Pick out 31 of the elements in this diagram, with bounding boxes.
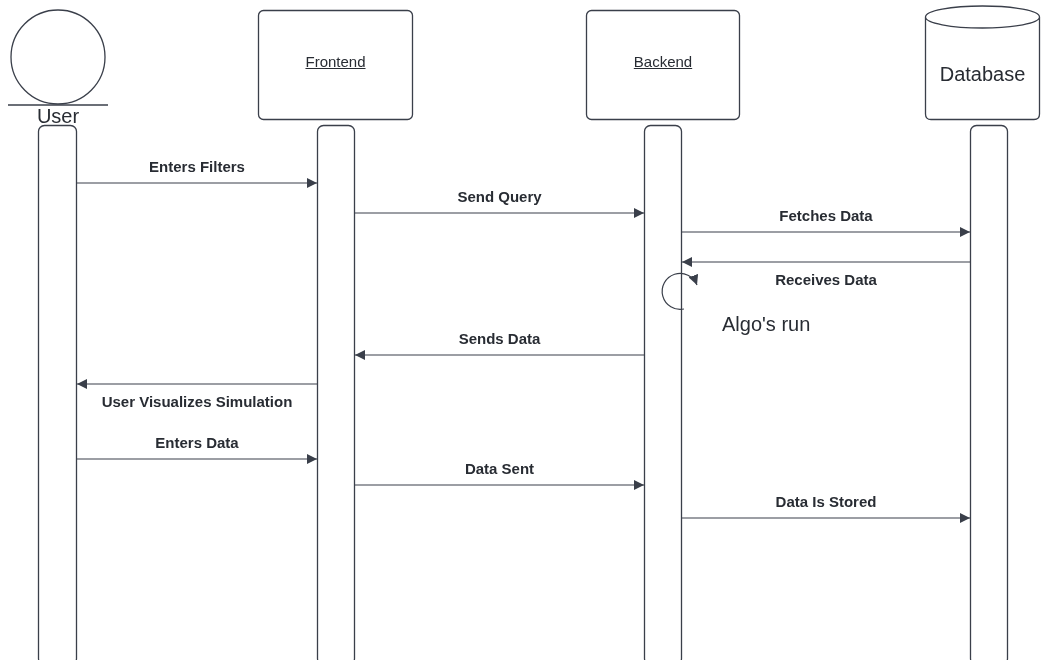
edge-label: Enters Data xyxy=(155,434,239,451)
participant-box xyxy=(586,10,740,120)
participant-label: Database xyxy=(938,63,1027,86)
edge-label: Fetches Data xyxy=(779,207,873,224)
message-arrow xyxy=(76,178,318,188)
self-loop-arrow xyxy=(661,272,698,310)
message-arrow xyxy=(76,379,318,389)
activation-bar xyxy=(644,125,682,660)
message-arrow xyxy=(681,513,971,523)
edge-label: Algo's run xyxy=(722,313,811,336)
edge-label: Data Is Stored xyxy=(775,493,877,510)
message-arrow xyxy=(681,227,971,237)
participant-label: Backend xyxy=(632,53,694,70)
activation-bar xyxy=(38,125,77,660)
activation-bar xyxy=(970,125,1008,660)
database-cylinder xyxy=(925,5,1040,120)
edge-label: Data Sent xyxy=(464,460,535,477)
participant-box xyxy=(258,10,413,120)
edge-label: User Visualizes Simulation xyxy=(101,393,293,410)
activation-bar xyxy=(317,125,355,660)
edge-label: Sends Data xyxy=(458,330,541,347)
edge-label: Send Query xyxy=(457,188,542,205)
message-arrow xyxy=(681,257,971,267)
message-arrow xyxy=(354,350,645,360)
edge-label: Enters Filters xyxy=(149,158,245,175)
message-arrow xyxy=(354,480,645,490)
actor-label: User xyxy=(35,105,81,127)
participant-label: Frontend xyxy=(304,53,367,70)
edge-label: Receives Data xyxy=(775,271,877,288)
message-arrow xyxy=(354,208,645,218)
message-arrow xyxy=(76,454,318,464)
